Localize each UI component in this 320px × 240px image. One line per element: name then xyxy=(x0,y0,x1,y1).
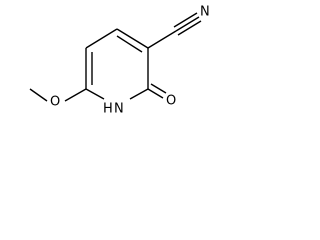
nitrile-nitrogen-label: N xyxy=(200,5,210,20)
bond-nitrile-triple-3 xyxy=(177,20,202,36)
methoxy-oxygen-label: O xyxy=(50,95,60,110)
bond-o-ch3 xyxy=(29,88,48,102)
bond-nitrile-triple-2 xyxy=(173,12,198,28)
structural-formula: N H N O O xyxy=(29,5,210,117)
bond-nh-c3 xyxy=(129,88,149,100)
carbonyl-oxygen-label: O xyxy=(166,94,176,109)
bond-c4-c5 xyxy=(116,28,149,49)
bond-c5-c1 xyxy=(85,28,118,49)
bond-c4-c5-inner xyxy=(116,35,143,53)
bond-carbonyl-1 xyxy=(147,88,164,99)
ring-nh-nitrogen-label: N xyxy=(114,102,124,117)
bond-c2-o xyxy=(64,88,87,102)
bond-nitrile-single xyxy=(147,30,177,49)
ring-nh-hydrogen-label: H xyxy=(103,102,113,117)
bond-c2-nh xyxy=(85,88,105,100)
bond-carbonyl-2 xyxy=(150,83,167,94)
bond-nitrile-triple-1 xyxy=(175,16,200,32)
